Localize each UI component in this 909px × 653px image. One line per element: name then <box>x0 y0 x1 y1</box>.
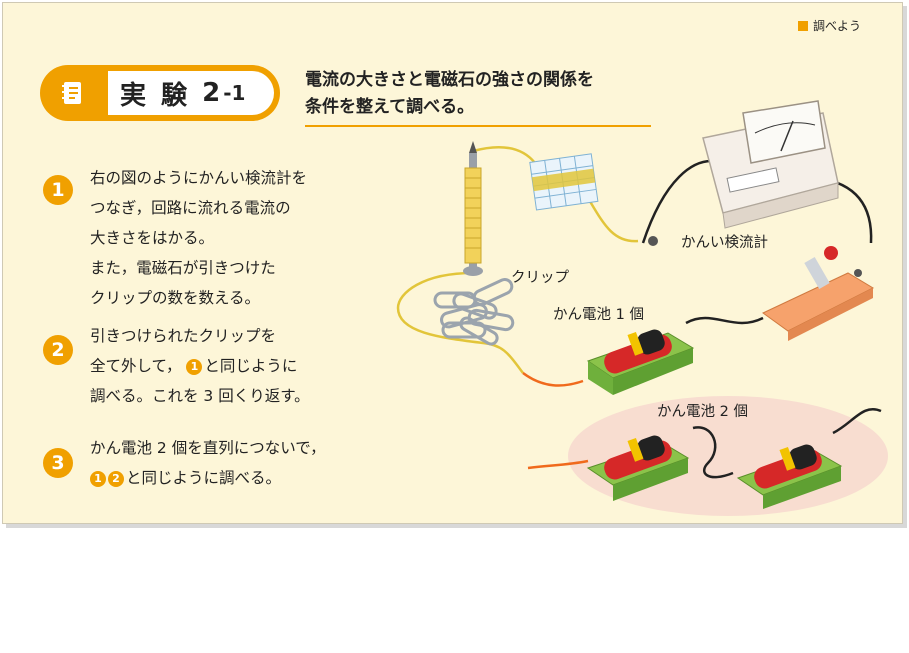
step-1-line-1: 右の図のようにかんい検流計を <box>90 169 308 187</box>
tag-label: 調べよう <box>813 19 862 33</box>
step-ref-2-icon: 2 <box>108 471 124 487</box>
galvanometer-label: かんい検流計 <box>681 235 768 251</box>
clips-label: クリップ <box>511 270 569 286</box>
circuit-illustration <box>396 100 888 516</box>
tag-square-icon <box>798 20 808 31</box>
battery-holder-illustration <box>586 329 695 395</box>
section-tag: 調べよう <box>798 17 861 34</box>
step-1-line-3: 大きさをはかる。 <box>90 229 215 247</box>
series-lead <box>692 426 734 479</box>
coil-wire-bottom <box>396 271 525 374</box>
red-lead-2 <box>527 459 589 470</box>
step-3-number: 3 <box>43 448 73 478</box>
step-1-number: 1 <box>43 175 73 205</box>
battery-holder-illustration <box>586 435 690 501</box>
experiment-sub: -1 <box>223 81 246 105</box>
red-lead-1 <box>522 371 584 387</box>
battery1-label: かん電池 1 個 <box>553 307 644 323</box>
series-lead-end <box>832 408 882 435</box>
step-1-line-5: クリップの数を数える。 <box>90 289 261 307</box>
clip-pile <box>433 278 515 346</box>
step-2-line-3: 調べる。これを 3 回くり返す。 <box>90 387 310 405</box>
experiment-badge: 実 験 2-1 <box>40 65 280 121</box>
coil-card <box>529 153 599 211</box>
step-3-line-2-suffix: と同じように調べる。 <box>126 469 282 487</box>
step-2-line-1: 引きつけられたクリップを <box>90 327 277 345</box>
step-ref-1-icon: 1 <box>90 471 106 487</box>
heading-underline <box>305 125 651 127</box>
step-2-line-2-prefix: 全て外して， <box>90 357 182 375</box>
galvanometer-illustration <box>648 100 839 246</box>
experiment-number: 2 <box>202 78 224 108</box>
heading-line-1: 電流の大きさと電磁石の強さの関係を <box>305 70 594 90</box>
step-3-line-1: かん電池 2 個を直列につないで， <box>90 439 326 457</box>
battery-lead <box>685 316 764 325</box>
step-1-line-4: また，電磁石が引きつけた <box>90 259 276 277</box>
step-1-text: 右の図のようにかんい検流計を つなぎ，回路に流れる電流の 大きさをはかる。 また… <box>90 163 360 313</box>
switch-illustration <box>762 246 875 341</box>
heading-line-2: 条件を整えて調べる。 <box>305 97 475 117</box>
step-2-number: 2 <box>43 335 73 365</box>
experiment-label: 実 験 <box>120 80 191 111</box>
experiment-heading: 電流の大きさと電磁石の強さの関係を 条件を整えて調べる。 <box>305 67 594 121</box>
electromagnet-illustration <box>463 141 483 276</box>
step-2-line-2-suffix: と同じように <box>204 357 298 375</box>
step-ref-1-icon: 1 <box>186 359 203 375</box>
coil-wire-top <box>472 145 639 243</box>
battery-holder-illustration <box>736 444 843 509</box>
battery2-label: かん電池 2 個 <box>657 404 748 420</box>
textbook-page: 調べよう 実 験 2-1 電流の大きさと電磁石の強さの関係を 条件を整えて調べる… <box>2 2 903 524</box>
notebook-icon <box>62 82 81 104</box>
step-1-line-2: つなぎ，回路に流れる電流の <box>90 199 291 217</box>
experiment-title: 実 験 2-1 <box>108 71 274 115</box>
